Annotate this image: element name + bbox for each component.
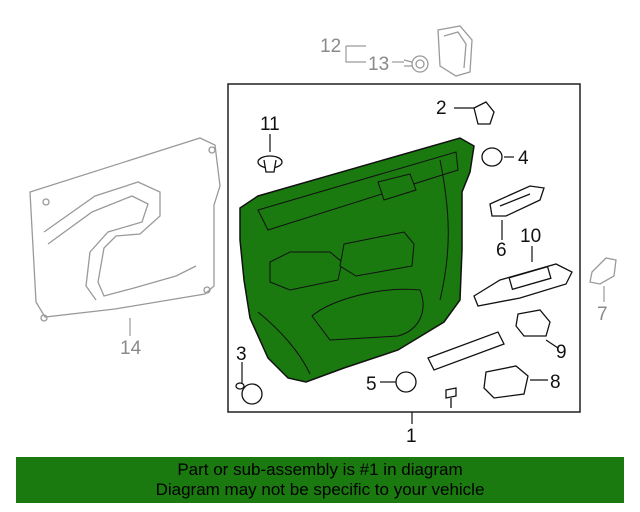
ghost-leader-lines bbox=[129, 45, 605, 336]
switch-9-part[interactable] bbox=[515, 309, 551, 337]
clip-3-part[interactable] bbox=[235, 382, 263, 405]
parts-diagram: 1 2 3 4 5 6 7 8 9 10 11 12 13 14 bbox=[29, 25, 617, 447]
callout-1: 1 bbox=[406, 426, 417, 447]
notice-banner: Part or sub-assembly is #1 in diagram Di… bbox=[16, 457, 624, 503]
callout-8: 8 bbox=[550, 372, 561, 393]
callout-3: 3 bbox=[236, 344, 247, 365]
bracket-7-part[interactable] bbox=[589, 257, 617, 285]
callout-10: 10 bbox=[520, 226, 541, 247]
water-deflector-part[interactable] bbox=[29, 137, 221, 322]
callout-2: 2 bbox=[436, 98, 447, 119]
garnish-part[interactable] bbox=[437, 25, 473, 77]
switch-strip-part[interactable] bbox=[427, 331, 505, 371]
assembly-frame bbox=[227, 83, 581, 413]
cap-4-part[interactable] bbox=[481, 147, 503, 167]
screw-part[interactable] bbox=[445, 387, 457, 408]
callout-13: 13 bbox=[368, 54, 389, 75]
callout-12: 12 bbox=[320, 36, 341, 57]
clip-2-part[interactable] bbox=[473, 101, 495, 125]
handle-6-part[interactable] bbox=[489, 185, 545, 217]
notice-line-1: Part or sub-assembly is #1 in diagram bbox=[177, 460, 463, 479]
screw-13-part[interactable] bbox=[403, 55, 429, 73]
notice-line-2: Diagram may not be specific to your vehi… bbox=[155, 480, 485, 499]
clip-11-part[interactable] bbox=[257, 155, 283, 173]
callout-9: 9 bbox=[556, 342, 567, 363]
callout-14: 14 bbox=[120, 338, 142, 359]
plug-5-part[interactable] bbox=[395, 371, 417, 393]
callout-6: 6 bbox=[496, 240, 507, 261]
callout-4: 4 bbox=[518, 148, 529, 169]
callout-7: 7 bbox=[597, 304, 608, 325]
callout-5: 5 bbox=[366, 374, 377, 395]
switch-8-part[interactable] bbox=[483, 365, 529, 399]
door-trim-panel[interactable] bbox=[239, 137, 475, 383]
switch-panel-10-part[interactable] bbox=[473, 263, 573, 307]
callout-11: 11 bbox=[260, 114, 280, 135]
leader-lines bbox=[241, 107, 559, 424]
